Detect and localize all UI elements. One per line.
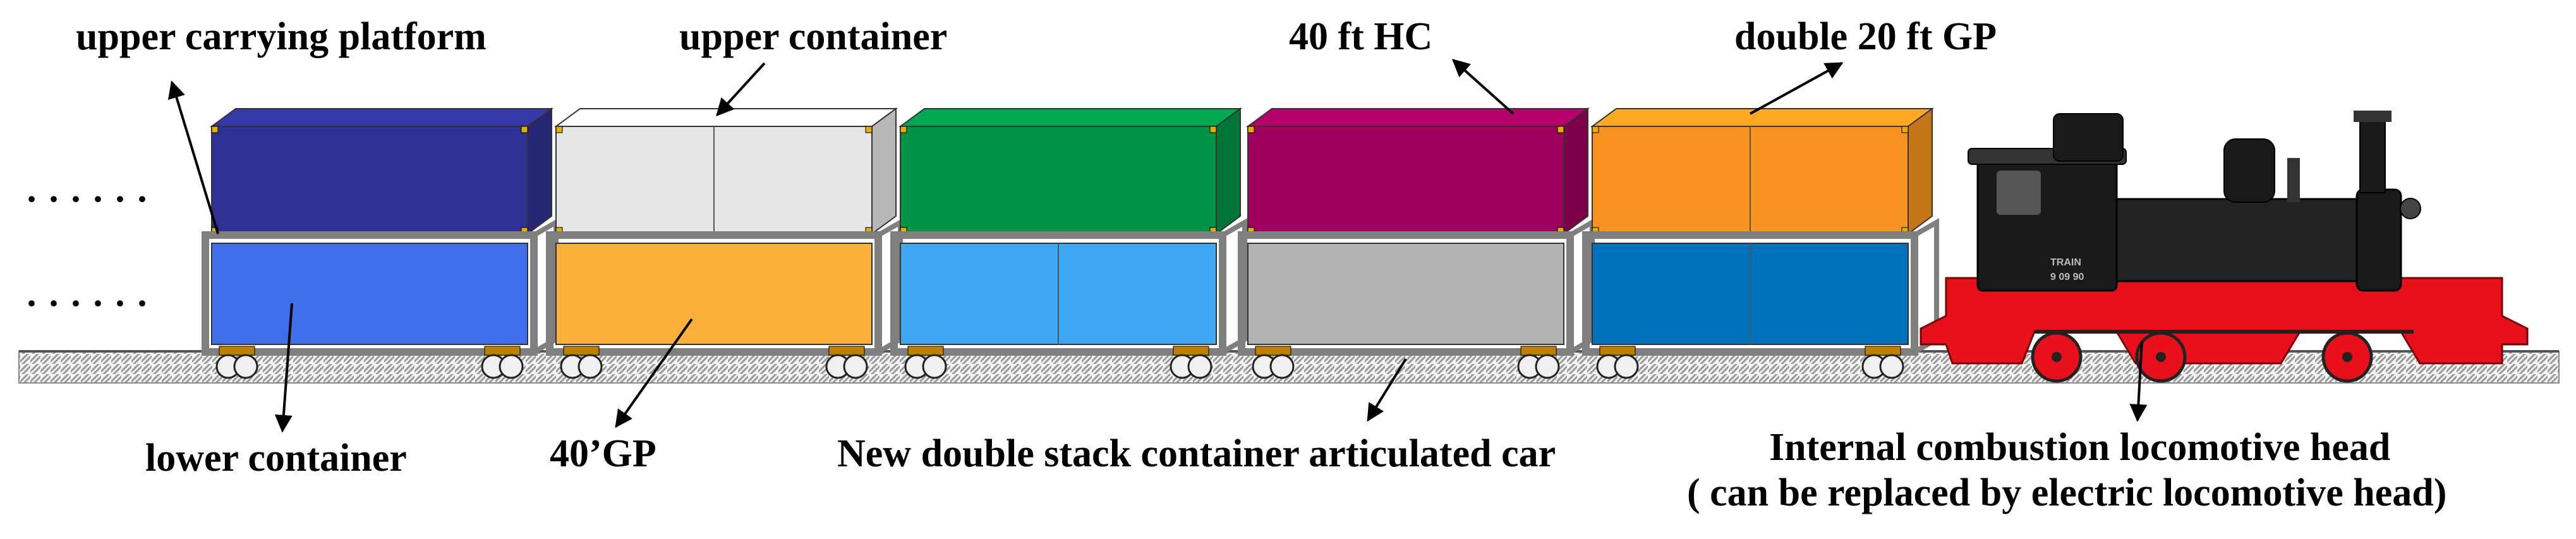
locomotive-plate: TRAIN [2050,257,2081,268]
corner-casting [865,126,873,133]
label-upper-carrying-platform: upper carrying platform [76,15,487,58]
locomotive: TRAIN 9 09 90 [1920,111,2529,383]
wheel [1535,354,1560,379]
corner-casting [1592,126,1599,133]
label-40ft-hc: 40 ft HC [1289,15,1432,58]
carrying-frame [546,231,882,356]
bogie [1865,346,1901,356]
upper-container [211,126,528,234]
arrow-upper-platform [167,80,219,234]
articulated-car [1238,107,1595,379]
locomotive-sandbox [2053,113,2124,162]
articulated-cars [202,107,1939,379]
locomotive-dome [2223,138,2275,203]
wheel [233,354,258,379]
locomotive-wheel [2135,331,2187,383]
arrow-lower-container [274,303,293,433]
upper-container-top [1590,108,1935,127]
locomotive-cab-window [1997,171,2041,215]
upper-container-side [1563,107,1588,235]
locomotive-wheel [2321,331,2373,383]
wheel [922,354,947,379]
wheel [499,354,524,379]
corner-casting [1901,126,1909,133]
label-40gp: 40’GP [550,432,656,475]
carrying-frame [1582,231,1918,356]
locomotive-chassis [1920,277,2529,365]
label-upper-container: upper container [679,15,947,58]
wheel [1187,354,1212,379]
upper-container-side [871,107,897,235]
bogie [563,346,600,356]
locomotive-headlamp [2400,198,2421,219]
upper-container-side [1908,107,1933,235]
lower-container [1247,243,1564,345]
articulated-car [890,107,1247,379]
label-locomotive-line2: ( can be replaced by electric locomotive… [1687,471,2446,514]
articulated-car [202,107,559,379]
arrow-upper-container [716,62,766,117]
corner-casting [555,126,563,133]
upper-container-top [209,108,554,127]
upper-container-top [898,108,1243,127]
upper-container-top [553,108,898,127]
arrow-40ft-hc [1451,59,1515,115]
bogie [1255,346,1291,356]
arrow-double-20ft-gp [1750,62,1844,115]
continuation-dots-lower: · · · · · · [25,282,148,324]
label-lower-container: lower container [145,437,407,480]
carrying-frame-side [1913,218,1939,354]
corner-casting [521,126,528,133]
lower-container [555,243,873,345]
label-double-20ft-gp: double 20 ft GP [1734,15,1997,58]
wheel [843,354,868,379]
arrow-40gp [615,318,693,428]
arrow-new-car [1367,358,1407,422]
bogie [1520,346,1557,356]
upper-container [900,126,1217,234]
corner-casting [1247,126,1255,133]
bogie [484,346,521,356]
wheel [577,354,603,379]
bogie [828,346,865,356]
carrying-frame [890,231,1226,356]
articulated-car [1582,107,1939,379]
locomotive-smokebox [2355,188,2402,292]
bogie [907,346,944,356]
label-locomotive-line1: Internal combustion locomotive head [1769,426,2390,469]
locomotive-chimney [2359,113,2386,193]
arrow-locomotive [2129,341,2148,422]
continuation-dots-upper: · · · · · · [25,178,148,220]
corner-casting [1557,126,1564,133]
locomotive-chimney-cap [2354,111,2392,122]
locomotive-number: 9 09 90 [2050,272,2084,282]
carrying-frame [1238,231,1574,356]
corner-casting [900,126,907,133]
upper-container [1247,126,1564,234]
locomotive-whistle [2287,158,2300,202]
wheel [1269,354,1295,379]
bogie [1599,346,1636,356]
bogie [1173,346,1209,356]
corner-casting [1209,126,1217,133]
wheel [1614,354,1639,379]
upper-container-side [1216,107,1241,235]
corner-casting [211,126,219,133]
carrying-frame [202,231,538,356]
locomotive-wheel [2031,331,2083,383]
bogie [219,346,255,356]
articulated-car [546,107,903,379]
upper-container-top [1245,108,1590,127]
upper-container-side [527,107,552,235]
lower-container [211,243,528,345]
label-new-car: New double stack container articulated c… [837,432,1556,475]
wheel [1879,354,1904,379]
